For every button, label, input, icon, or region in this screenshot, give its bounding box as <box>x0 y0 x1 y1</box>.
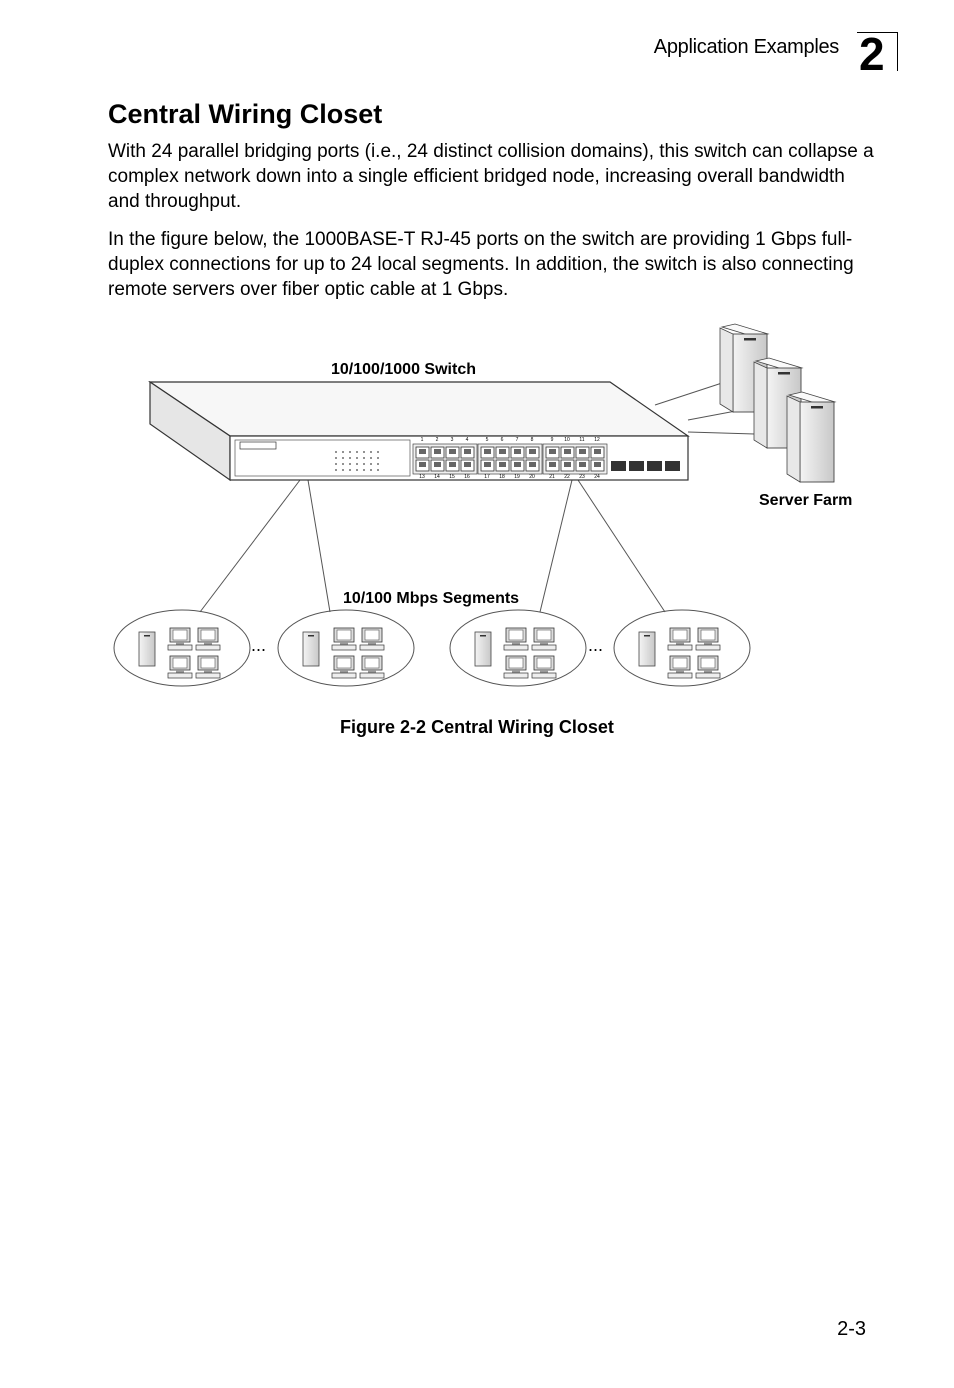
port-label-13: 13 <box>419 474 425 480</box>
diagram-svg: 1 2 3 4 5 6 7 8 9 10 11 12 13 14 15 16 1… <box>113 323 837 687</box>
fiber-link-1 <box>654 382 723 406</box>
chapter-badge: 2 <box>857 28 898 80</box>
port-label-19: 19 <box>514 474 520 480</box>
port-label-8: 8 <box>531 437 534 443</box>
page-number: 2-3 <box>837 1318 866 1340</box>
port-label-22: 22 <box>564 474 570 480</box>
port-label-9: 9 <box>551 437 554 443</box>
port-label-14: 14 <box>434 474 440 480</box>
port-number-labels: 1 2 3 4 5 6 7 8 9 10 11 12 13 14 15 16 1… <box>419 437 600 480</box>
server-tower-3 <box>786 391 837 483</box>
figure-caption: Figure 2-2 Central Wiring Closet <box>340 717 614 737</box>
body-paragraph-2: In the figure below, the 1000BASE-T RJ-4… <box>108 229 854 300</box>
switch-chassis <box>148 380 690 482</box>
segment-link-1 <box>199 479 301 613</box>
port-label-5: 5 <box>486 437 489 443</box>
ellipsis-right: ... <box>588 635 604 655</box>
port-label-3: 3 <box>451 437 454 443</box>
segments-label: 10/100 Mbps Segments <box>343 590 520 607</box>
segment-cluster-3 <box>449 609 587 687</box>
port-label-16: 16 <box>464 474 470 480</box>
port-label-4: 4 <box>466 437 469 443</box>
section-title: Central Wiring Closet <box>108 99 383 129</box>
port-label-10: 10 <box>564 437 570 443</box>
segment-link-4 <box>577 479 666 613</box>
server-farm <box>719 323 837 483</box>
segment-cluster-1 <box>113 609 251 687</box>
port-label-1: 1 <box>421 437 424 443</box>
port-label-12: 12 <box>594 437 600 443</box>
chapter-number: 2 <box>859 28 885 80</box>
segment-link-2 <box>307 479 331 613</box>
port-label-6: 6 <box>501 437 504 443</box>
port-label-18: 18 <box>499 474 505 480</box>
port-label-20: 20 <box>529 474 535 480</box>
network-diagram: 1 2 3 4 5 6 7 8 9 10 11 12 13 14 15 16 1… <box>0 310 954 710</box>
port-label-21: 21 <box>549 474 555 480</box>
segment-link-3 <box>539 479 573 613</box>
server-farm-label: Server Farm <box>759 492 853 509</box>
body-paragraph-1: With 24 parallel bridging ports (i.e., 2… <box>108 141 874 212</box>
ellipsis-left: ... <box>251 635 267 655</box>
port-label-7: 7 <box>516 437 519 443</box>
port-label-2: 2 <box>436 437 439 443</box>
switch-label: 10/100/1000 Switch <box>331 361 476 378</box>
port-label-17: 17 <box>484 474 490 480</box>
segment-cluster-2 <box>277 609 415 687</box>
port-label-24: 24 <box>594 474 600 480</box>
port-label-15: 15 <box>449 474 455 480</box>
segment-cluster-4 <box>613 609 751 687</box>
port-label-23: 23 <box>579 474 585 480</box>
header-section-name: Application Examples <box>653 36 840 58</box>
port-label-11: 11 <box>579 437 584 443</box>
